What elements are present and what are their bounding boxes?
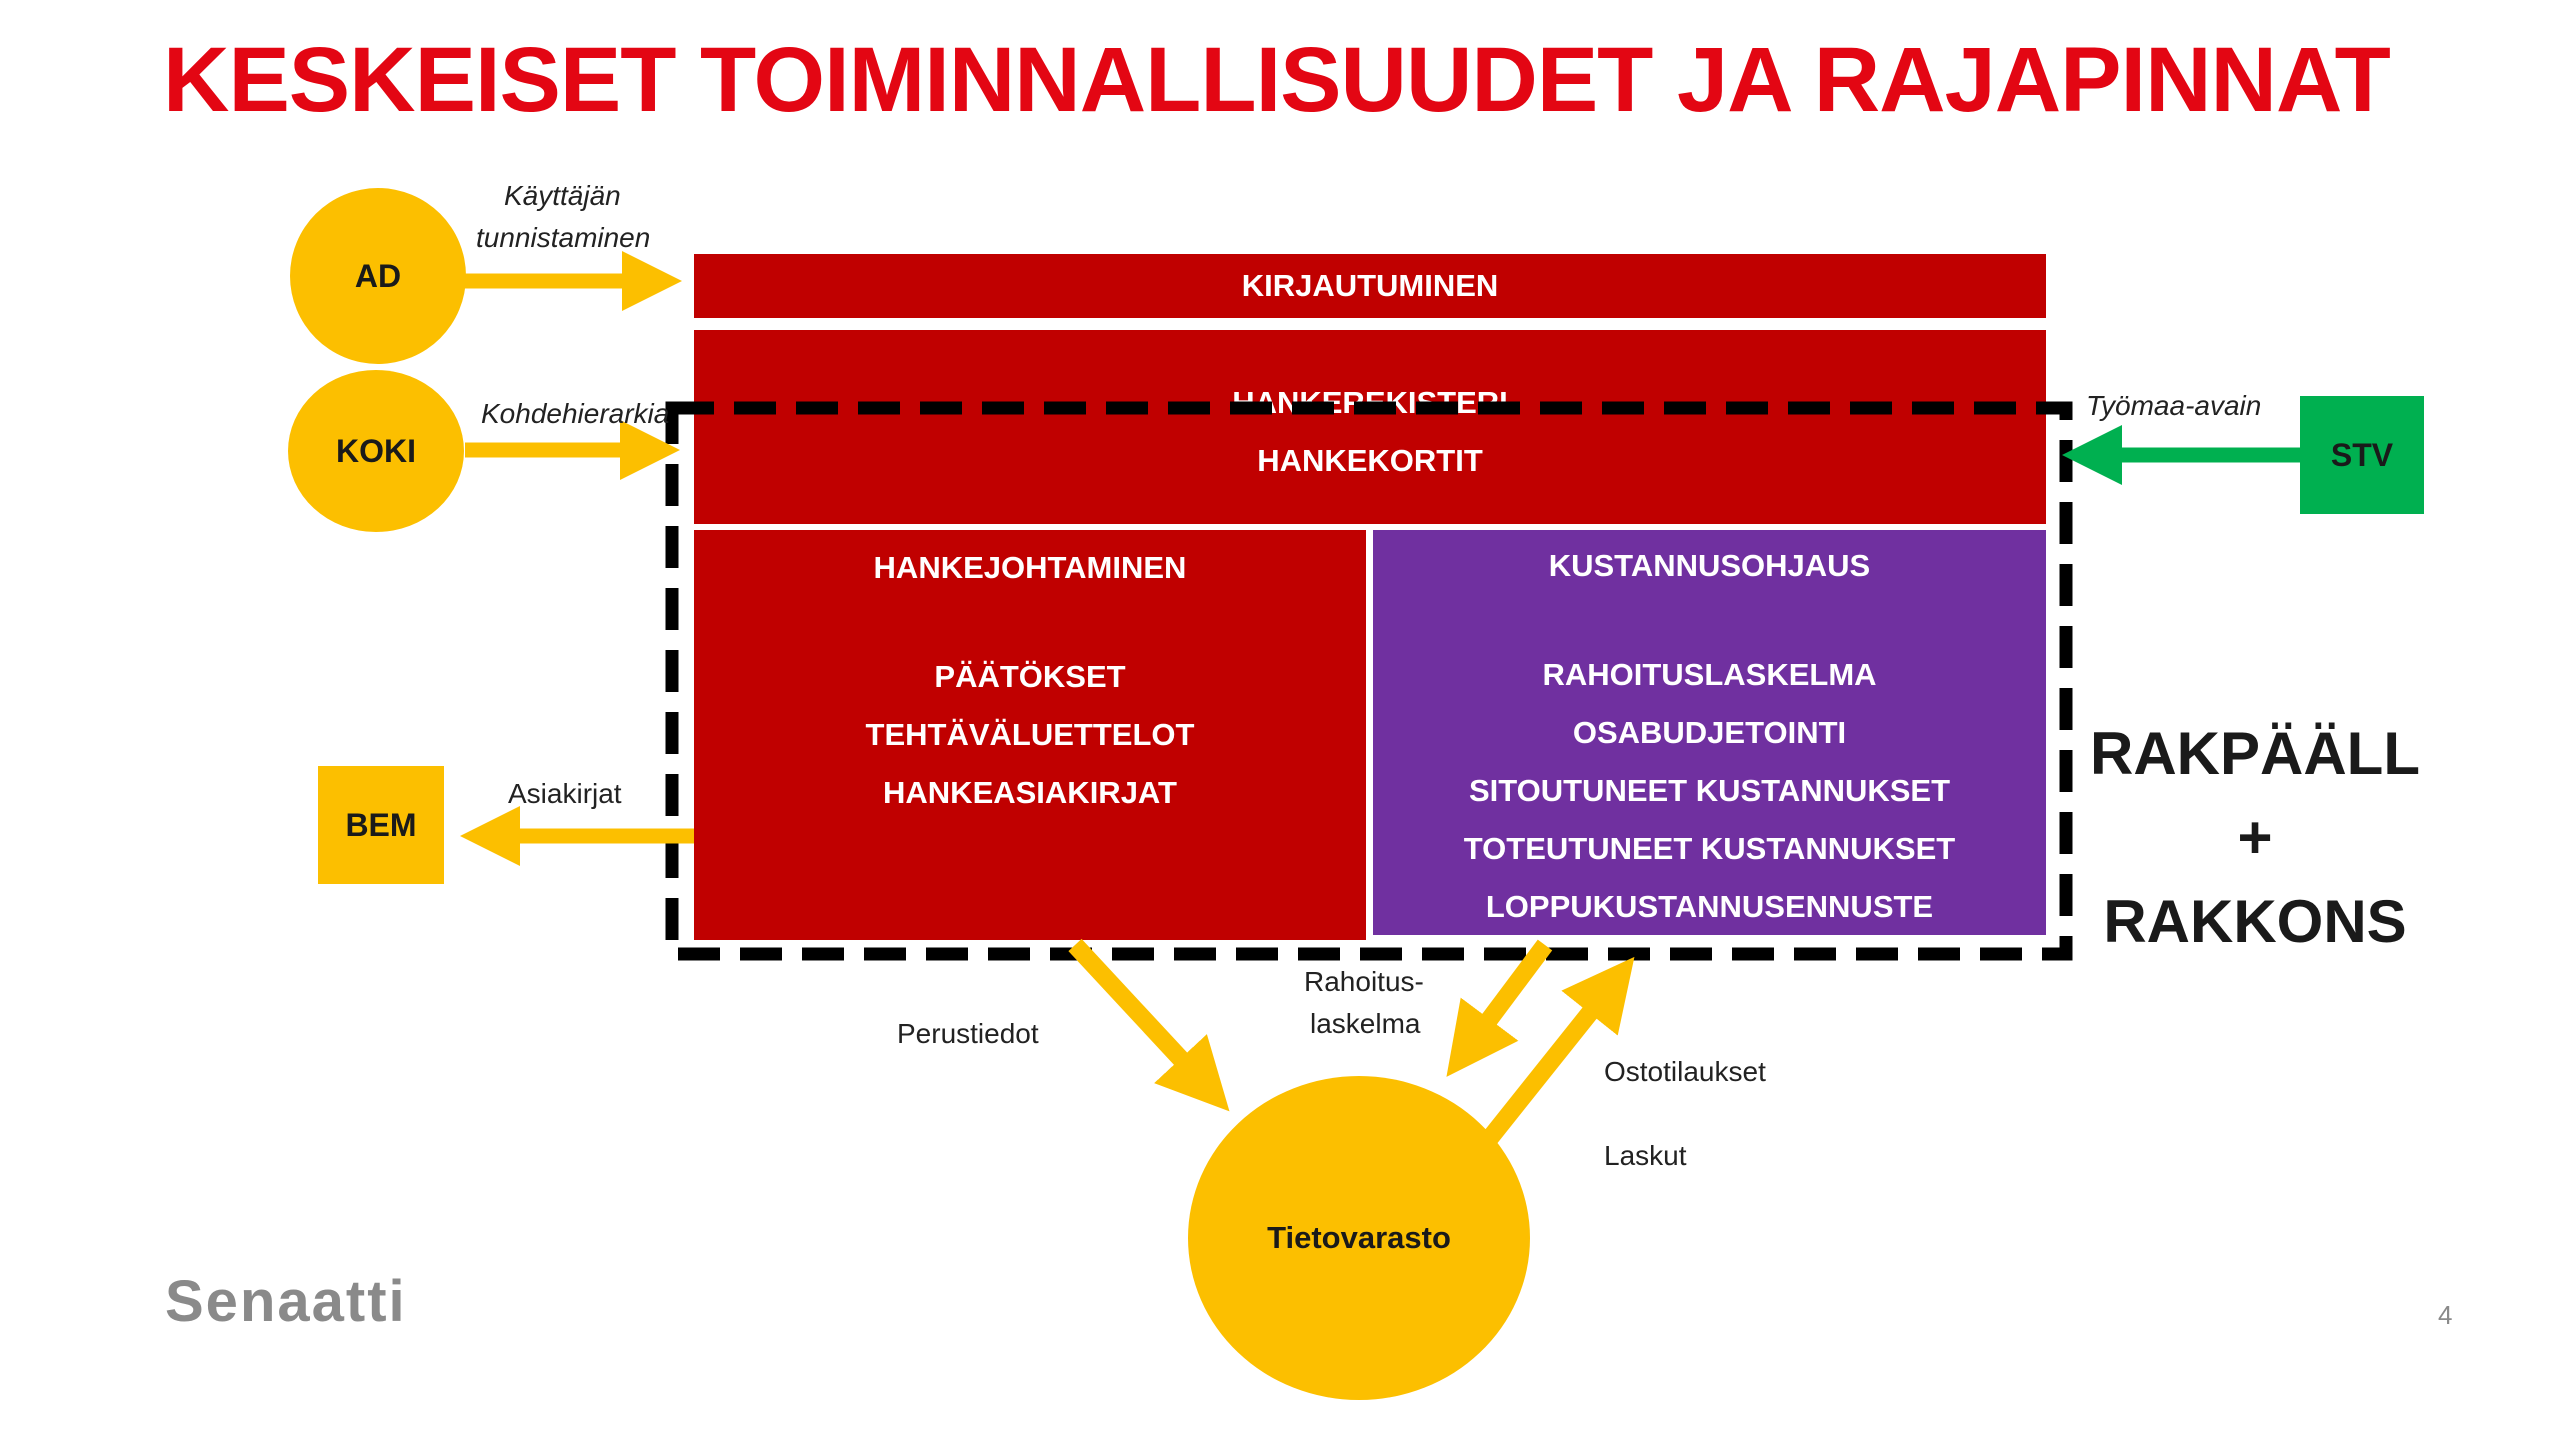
label-tunnistaminen: tunnistaminen: [476, 222, 651, 253]
label-perustiedot: Perustiedot: [897, 1018, 1039, 1049]
stv-node: STV: [2300, 396, 2424, 514]
kustannusohjaus-item: RAHOITUSLASKELMA: [1542, 657, 1877, 692]
label-kohdehierarkia: Kohdehierarkia: [481, 398, 669, 429]
hankekortit-label: HANKEKORTIT: [1257, 443, 1483, 478]
kirjautuminen-bar: KIRJAUTUMINEN: [694, 254, 2046, 318]
arrow-rahoituslaskelma: [1446, 939, 1553, 1077]
hankejohtaminen-item: TEHTÄVÄLUETTELOT: [865, 717, 1195, 752]
hankejohtaminen-panel: HANKEJOHTAMINEN PÄÄTÖKSET TEHTÄVÄLUETTEL…: [694, 530, 1366, 940]
hankejohtaminen-item: HANKEASIAKIRJAT: [883, 775, 1177, 810]
ad-node: AD: [290, 188, 466, 364]
label-ostotilaukset: Ostotilaukset: [1604, 1056, 1766, 1087]
kustannusohjaus-heading: KUSTANNUSOHJAUS: [1548, 548, 1871, 583]
page-title: KESKEISET TOIMINNALLISUUDET JA RAJAPINNA…: [163, 29, 2391, 131]
arrow-ostotilaukset-laskut: [1482, 956, 1635, 1144]
label-laskelma: laskelma: [1310, 1008, 1421, 1039]
label-tyomaa-avain: Työmaa-avain: [2086, 390, 2262, 421]
system-boundary-dashed: [665, 401, 2073, 961]
senaatti-logo: Senaatti: [165, 1269, 407, 1334]
kustannusohjaus-item: SITOUTUNEET KUSTANNUKSET: [1468, 773, 1951, 808]
label-laskut: Laskut: [1604, 1140, 1687, 1171]
kustannusohjaus-panel: KUSTANNUSOHJAUS RAHOITUSLASKELMA OSABUDJ…: [1373, 530, 2046, 935]
label-kayttajan: Käyttäjän: [504, 180, 621, 211]
rak-line-1: RAKPÄÄLL: [2090, 720, 2420, 787]
kustannusohjaus-item: OSABUDJETOINTI: [1572, 715, 1847, 750]
kustannusohjaus-item: LOPPUKUSTANNUSENNUSTE: [1485, 889, 1934, 924]
rak-line-2: +: [2237, 804, 2273, 871]
rak-line-3: RAKKONS: [2103, 888, 2407, 955]
page-number: 4: [2438, 1300, 2453, 1330]
hankejohtaminen-heading: HANKEJOHTAMINEN: [873, 550, 1187, 585]
arrow-perustiedot: [1068, 938, 1230, 1112]
bem-node: BEM: [318, 766, 444, 884]
kustannusohjaus-item: TOTEUTUNEET KUSTANNUKSET: [1463, 831, 1956, 866]
hankejohtaminen-item: PÄÄTÖKSET: [934, 659, 1126, 694]
tietovarasto-node: Tietovarasto: [1188, 1076, 1530, 1400]
rak-label: RAKPÄÄLL + RAKKONS: [2090, 712, 2420, 964]
label-rahoitus: Rahoitus-: [1304, 966, 1424, 997]
label-asiakirjat: Asiakirjat: [508, 778, 622, 809]
koki-node: KOKI: [288, 370, 464, 532]
